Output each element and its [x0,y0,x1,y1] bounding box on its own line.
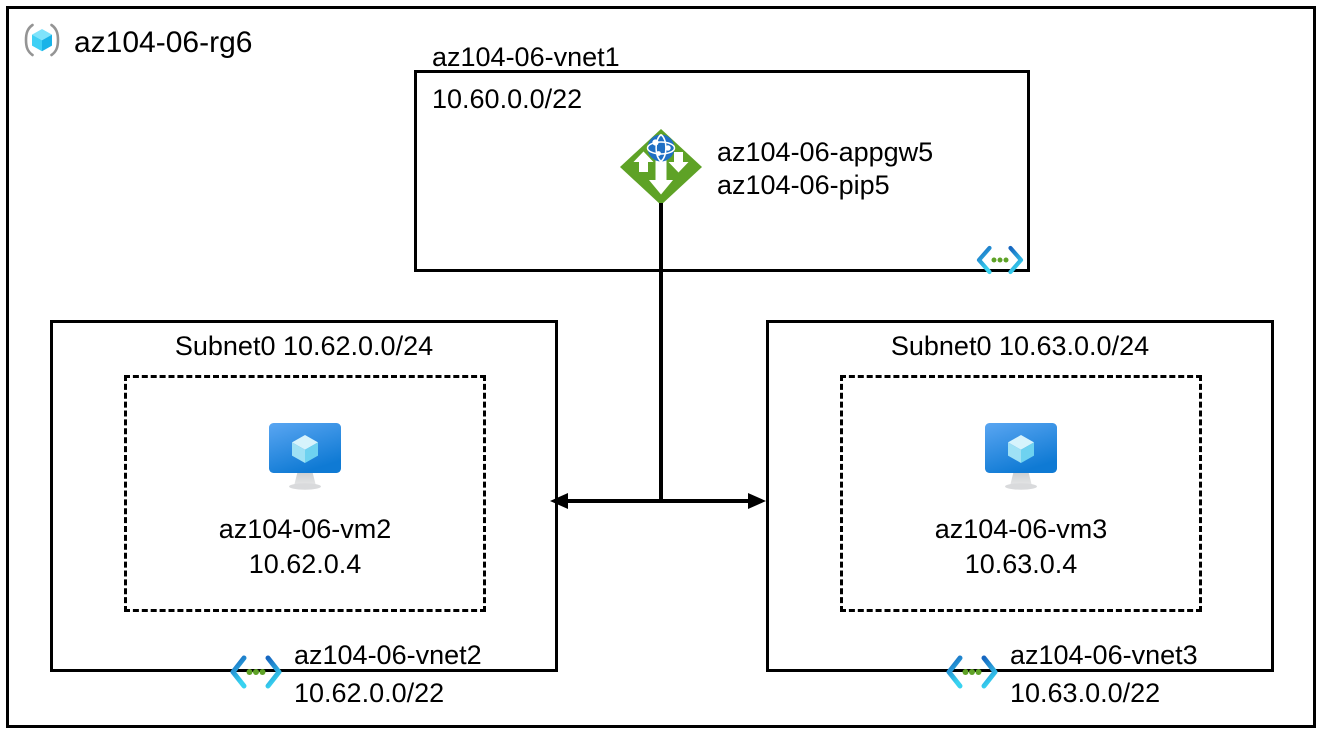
virtual-machine-icon [260,415,350,502]
appgw-name: az104-06-appgw5 [717,137,934,167]
vnet1-address-space: 10.60.0.0/22 [432,84,583,114]
application-gateway-node: az104-06-appgw5 az104-06-pip5 [617,126,933,213]
vnet2-badge: az104-06-vnet2 10.62.0.0/22 [228,640,482,708]
virtual-machine-icon [976,415,1066,502]
vm3-labels: az104-06-vm3 10.63.0.4 [935,512,1108,582]
vnet1-box [414,70,1030,272]
vnet2-labels: az104-06-vnet2 10.62.0.0/22 [294,640,482,708]
resource-group-boundary [6,6,1316,728]
vnet-peering-arrow [548,484,768,523]
vm3-node: az104-06-vm3 10.63.0.4 [906,415,1136,582]
vm2-node: az104-06-vm2 10.62.0.4 [190,415,420,582]
vnet2-address-space: 10.62.0.0/22 [294,678,445,709]
vm2-name: az104-06-vm2 [218,514,392,544]
vnet3-subnet-label: Subnet0 10.63.0.0/24 [890,331,1150,361]
vnet3-labels: az104-06-vnet3 10.63.0.0/22 [1010,640,1198,708]
vnet3-subnet-box [840,375,1202,612]
vnet1-title: az104-06-vnet1 [432,42,620,72]
resource-group-header: az104-06-rg6 [22,20,252,65]
public-ip-name: az104-06-pip5 [717,170,890,201]
vm3-name: az104-06-vm3 [934,514,1108,544]
virtual-network-icon [976,245,1024,280]
vnet2-subnet-box [124,375,486,612]
application-gateway-labels: az104-06-appgw5 az104-06-pip5 [717,136,933,203]
vm3-ip: 10.63.0.4 [964,549,1078,580]
resource-group-name: az104-06-rg6 [74,25,253,59]
vnet2-box [50,320,558,672]
virtual-network-icon [228,643,284,706]
vnet2-subnet-label: Subnet0 10.62.0.0/24 [174,331,434,361]
gateway-connector-line [659,203,663,501]
application-gateway-icon [617,126,705,213]
vm2-ip: 10.62.0.4 [248,549,362,580]
vnet3-badge: az104-06-vnet3 10.63.0.0/22 [944,640,1198,708]
vnet2-name: az104-06-vnet2 [294,640,482,670]
vnet3-name: az104-06-vnet3 [1010,640,1198,670]
vnet3-box [766,320,1274,672]
vm2-labels: az104-06-vm2 10.62.0.4 [219,512,392,582]
vnet3-address-space: 10.63.0.0/22 [1010,678,1161,709]
resource-group-icon [22,20,62,65]
virtual-network-icon [944,643,1000,706]
